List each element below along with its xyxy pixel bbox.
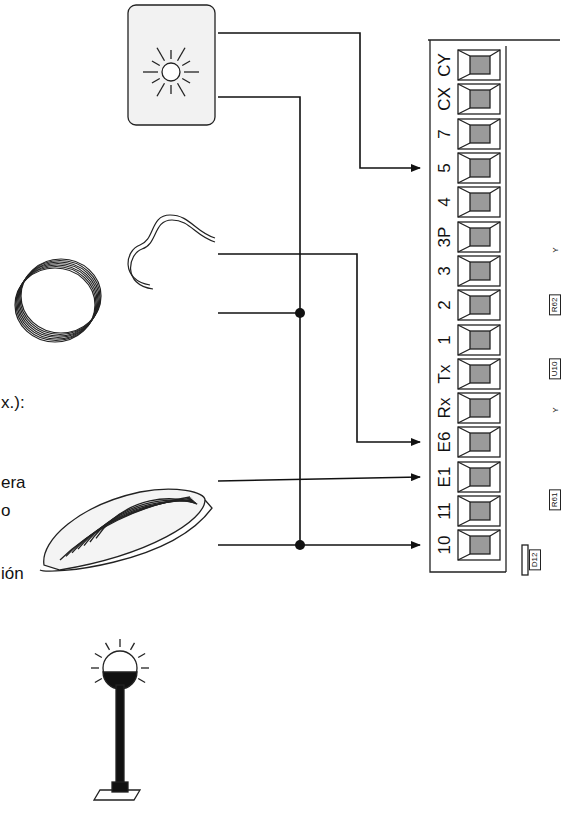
terminal-label: Rx bbox=[436, 398, 453, 419]
component-ref: U10 bbox=[549, 359, 561, 380]
terminal-label: 3 bbox=[436, 266, 453, 275]
terminal-label: CY bbox=[436, 53, 453, 77]
terminal-label: 10 bbox=[436, 536, 453, 555]
cut-off-text: o bbox=[1, 502, 10, 519]
silkscreen-mark: Y bbox=[552, 407, 560, 412]
component-ref: R62 bbox=[549, 295, 561, 316]
wires bbox=[218, 33, 420, 545]
terminal-label: 7 bbox=[436, 129, 453, 138]
lamp-post bbox=[91, 639, 149, 800]
cut-off-text: x.): bbox=[1, 394, 25, 411]
cut-off-text: ión bbox=[1, 565, 24, 582]
terminal-label: 3P bbox=[436, 227, 453, 248]
terminal-label: 5 bbox=[436, 163, 453, 172]
photocell bbox=[128, 5, 215, 125]
flashing-lamp bbox=[40, 489, 212, 571]
terminal-label: 2 bbox=[436, 300, 453, 309]
terminal-label: E1 bbox=[436, 467, 453, 488]
terminal-label: 4 bbox=[436, 197, 453, 206]
component-ref: R61 bbox=[549, 490, 561, 511]
silkscreen-mark: Y bbox=[552, 247, 560, 252]
component-ref: D12 bbox=[529, 550, 541, 571]
antenna-coil bbox=[15, 215, 215, 342]
cut-off-text: era bbox=[1, 474, 26, 491]
junction-dot bbox=[295, 308, 305, 318]
terminal-label: 11 bbox=[436, 502, 453, 520]
terminal-label: Tx bbox=[436, 365, 453, 384]
junction-dot bbox=[295, 540, 305, 550]
terminal-label: 1 bbox=[436, 335, 453, 344]
terminal-label: E6 bbox=[436, 432, 453, 453]
terminal-block bbox=[428, 40, 560, 575]
terminal-label: CX bbox=[436, 87, 453, 111]
